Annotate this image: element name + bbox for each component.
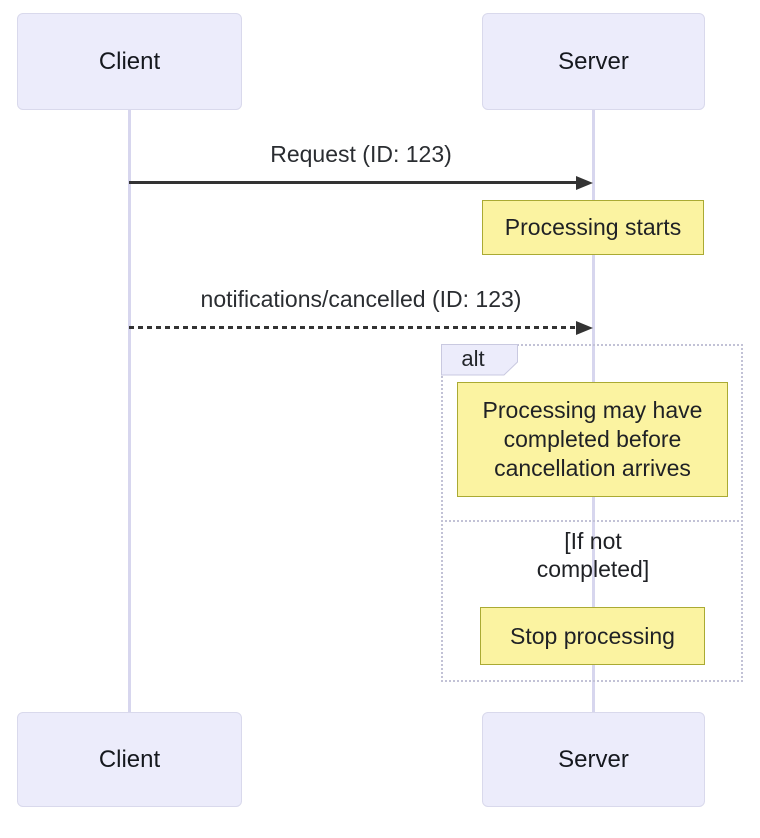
actor-box-client-bottom: Client: [17, 712, 242, 807]
message-request-label: Request (ID: 123): [270, 141, 452, 167]
alt-condition-label: [If not completed]: [536, 528, 650, 582]
note-may-have-completed: Processing may have completed before can…: [457, 382, 728, 497]
actor-label-server-bottom: Server: [558, 745, 629, 773]
actor-label-client-bottom: Client: [98, 745, 161, 773]
note-text: Processing starts: [504, 214, 682, 240]
actor-box-client-top: Client: [17, 13, 242, 110]
lifeline-client: [128, 110, 131, 712]
alt-label: alt: [461, 346, 485, 371]
note-processing-starts: Processing starts: [482, 200, 704, 255]
actor-box-server-top: Server: [482, 13, 705, 110]
actor-box-server-bottom: Server: [482, 712, 705, 807]
actor-label-server-top: Server: [558, 47, 629, 75]
arrowhead-icon: [576, 176, 593, 190]
alt-label-tag: [441, 344, 518, 376]
message-request-line: [129, 181, 578, 184]
message-cancelled-label: notifications/cancelled (ID: 123): [200, 286, 522, 312]
note-text: Processing may have completed before can…: [482, 397, 703, 481]
alt-tag-shape: [441, 344, 518, 376]
alt-section-divider: [441, 520, 743, 522]
message-cancelled-line: [129, 326, 578, 329]
note-text: Stop processing: [510, 622, 675, 649]
note-stop-processing: Stop processing: [480, 607, 705, 665]
alt-frame: [441, 344, 743, 682]
arrowhead-icon: [576, 321, 593, 335]
actor-label-client-top: Client: [98, 47, 161, 75]
